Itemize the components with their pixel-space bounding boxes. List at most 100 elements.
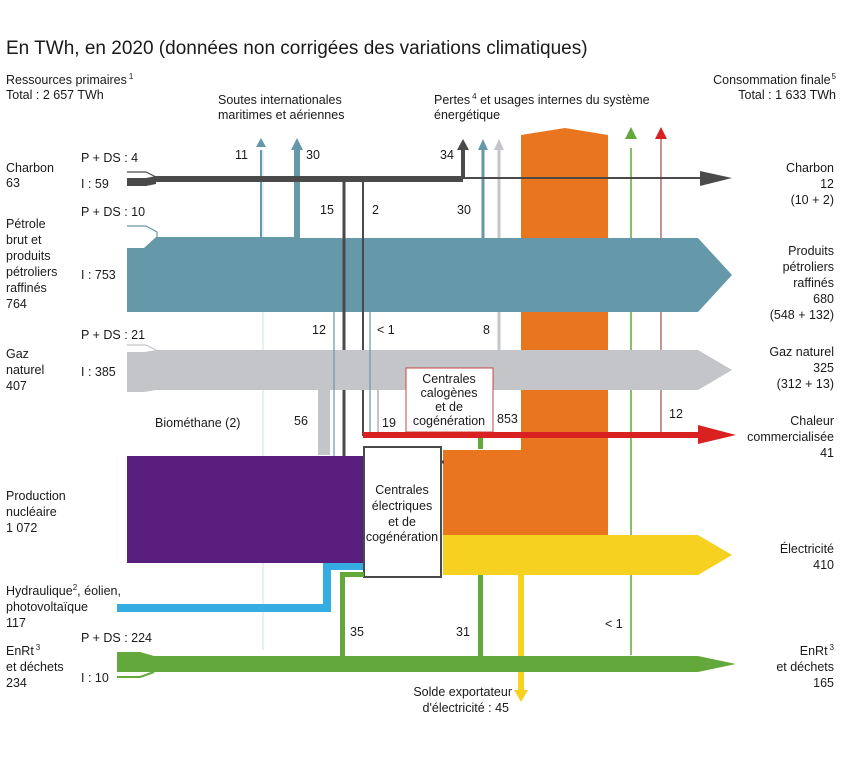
flow-label: 35	[350, 625, 364, 639]
pertes-charbon-flow	[461, 148, 465, 178]
final-charbon-name: Charbon	[786, 161, 834, 175]
soutes-label-2: maritimes et aériennes	[218, 108, 344, 122]
flow-label: 19	[382, 416, 396, 430]
export-label-1: Solde exportateur	[413, 685, 512, 699]
final-chaleur-line: commercialisée	[747, 430, 834, 444]
power-plant-box	[363, 446, 442, 578]
power-plant-label: et de	[388, 515, 416, 529]
source-enr-total: 234	[6, 676, 27, 690]
heat-plant-label: et de	[435, 400, 463, 414]
source-gaz-line: naturel	[6, 363, 44, 377]
source-charbon-name: Charbon	[6, 161, 54, 175]
source-petrole-line: pétroliers	[6, 265, 57, 279]
source-enr-pds: P + DS : 224	[81, 631, 152, 645]
arrow-up-icon	[625, 127, 637, 139]
final-petrole-line: pétroliers	[783, 260, 834, 274]
flow-label: 853	[497, 412, 518, 426]
heat-plant-label: Centrales	[422, 372, 476, 386]
source-hydro-total: 117	[6, 616, 26, 630]
arrow-up-icon	[655, 127, 667, 139]
arrow-down-icon	[514, 690, 528, 702]
final-charbon-detail: (10 + 2)	[791, 193, 834, 207]
arrow-up-icon	[291, 138, 303, 150]
flow-label: 31	[456, 625, 470, 639]
soutes-flow-2	[294, 148, 300, 237]
final-charbon-total: 12	[820, 177, 834, 191]
arrow-up-icon	[494, 139, 504, 150]
source-petrole-total: 764	[6, 297, 27, 311]
source-gaz-pds: P + DS : 21	[81, 328, 145, 342]
source-petrole-line: brut et	[6, 233, 42, 247]
source-hydro-line: photovoltaïque	[6, 600, 88, 614]
source-enr-line: et déchets	[6, 660, 64, 674]
source-petrole-pds: P + DS : 10	[81, 205, 145, 219]
pertes-flow	[443, 128, 608, 535]
final-gaz-name: Gaz naturel	[769, 345, 834, 359]
final-petrole-line: raffinés	[793, 276, 834, 290]
flow-label: 12	[312, 323, 326, 337]
source-nucleaire-line: nucléaire	[6, 505, 57, 519]
charbon-flow	[156, 176, 463, 182]
source-petrole-line: produits	[6, 249, 50, 263]
source-charbon-pds: P + DS : 4	[81, 151, 138, 165]
enr-to-power	[340, 572, 345, 656]
arrow-right-icon	[700, 171, 732, 186]
heat-plant-box	[405, 367, 494, 433]
final-enr-line: et déchets	[776, 660, 834, 674]
flow-label: 56	[294, 414, 308, 428]
pertes-label-2: énergétique	[434, 108, 500, 122]
source-charbon-imports: I : 59	[81, 177, 109, 191]
flow-label: 11	[235, 148, 248, 162]
flow-label: 2	[372, 203, 379, 217]
soutes-label-1: Soutes internationales	[218, 93, 342, 107]
arrow-right-icon	[698, 425, 736, 444]
flow-label: 12	[669, 407, 683, 421]
flow-label: < 1	[605, 617, 623, 631]
enr-flow	[117, 652, 736, 672]
charbon-import	[127, 178, 147, 186]
power-plant-label: Centrales	[375, 483, 429, 497]
enr-to-heat	[478, 575, 483, 656]
flow-label: 8	[483, 323, 490, 337]
export-flow	[518, 575, 524, 690]
source-gaz-total: 407	[6, 379, 27, 393]
electricite-flow	[443, 535, 732, 575]
source-charbon-total: 63	[6, 176, 20, 190]
flow-label: 15	[320, 203, 334, 217]
source-petrole-line: raffinés	[6, 281, 47, 295]
source-petrole-imports: I : 753	[81, 268, 116, 282]
source-nucleaire-line: Production	[6, 489, 66, 503]
gaz-flow	[127, 350, 732, 455]
final-petrole-total: 680	[813, 292, 834, 306]
final-petrole-line: Produits	[788, 244, 834, 258]
power-plant-label: électriques	[372, 499, 432, 513]
final-consumption-total: Total : 1 633 TWh	[738, 88, 836, 102]
hydro-flow	[117, 563, 364, 612]
power-plant-label: cogénération	[366, 530, 438, 544]
source-gaz-imports: I : 385	[81, 365, 116, 379]
arrow-up-icon	[457, 139, 469, 150]
final-chaleur-line: Chaleur	[790, 414, 834, 428]
flow-label: 34	[440, 148, 454, 162]
arrow-up-icon	[478, 139, 488, 150]
chaleur-flow	[363, 432, 703, 438]
final-gaz-detail: (312 + 13)	[777, 377, 834, 391]
primary-resources-total: Total : 2 657 TWh	[6, 88, 104, 102]
final-electricite-total: 410	[813, 558, 834, 572]
export-label-2: d'électricité : 45	[423, 701, 510, 715]
petrole-flow	[127, 237, 732, 312]
source-hydro-line: Hydraulique2, éolien,	[6, 583, 121, 598]
final-gaz-total: 325	[813, 361, 834, 375]
final-petrole-detail: (548 + 132)	[770, 308, 834, 322]
source-enr-imports: I : 10	[81, 671, 109, 685]
arrow-up-icon	[256, 138, 266, 147]
source-nucleaire-total: 1 072	[6, 521, 37, 535]
chart-title: En TWh, en 2020 (données non corrigées d…	[6, 38, 588, 59]
flow-label-biomethane: Biométhane (2)	[155, 416, 240, 430]
nucleaire-flow	[127, 456, 364, 563]
